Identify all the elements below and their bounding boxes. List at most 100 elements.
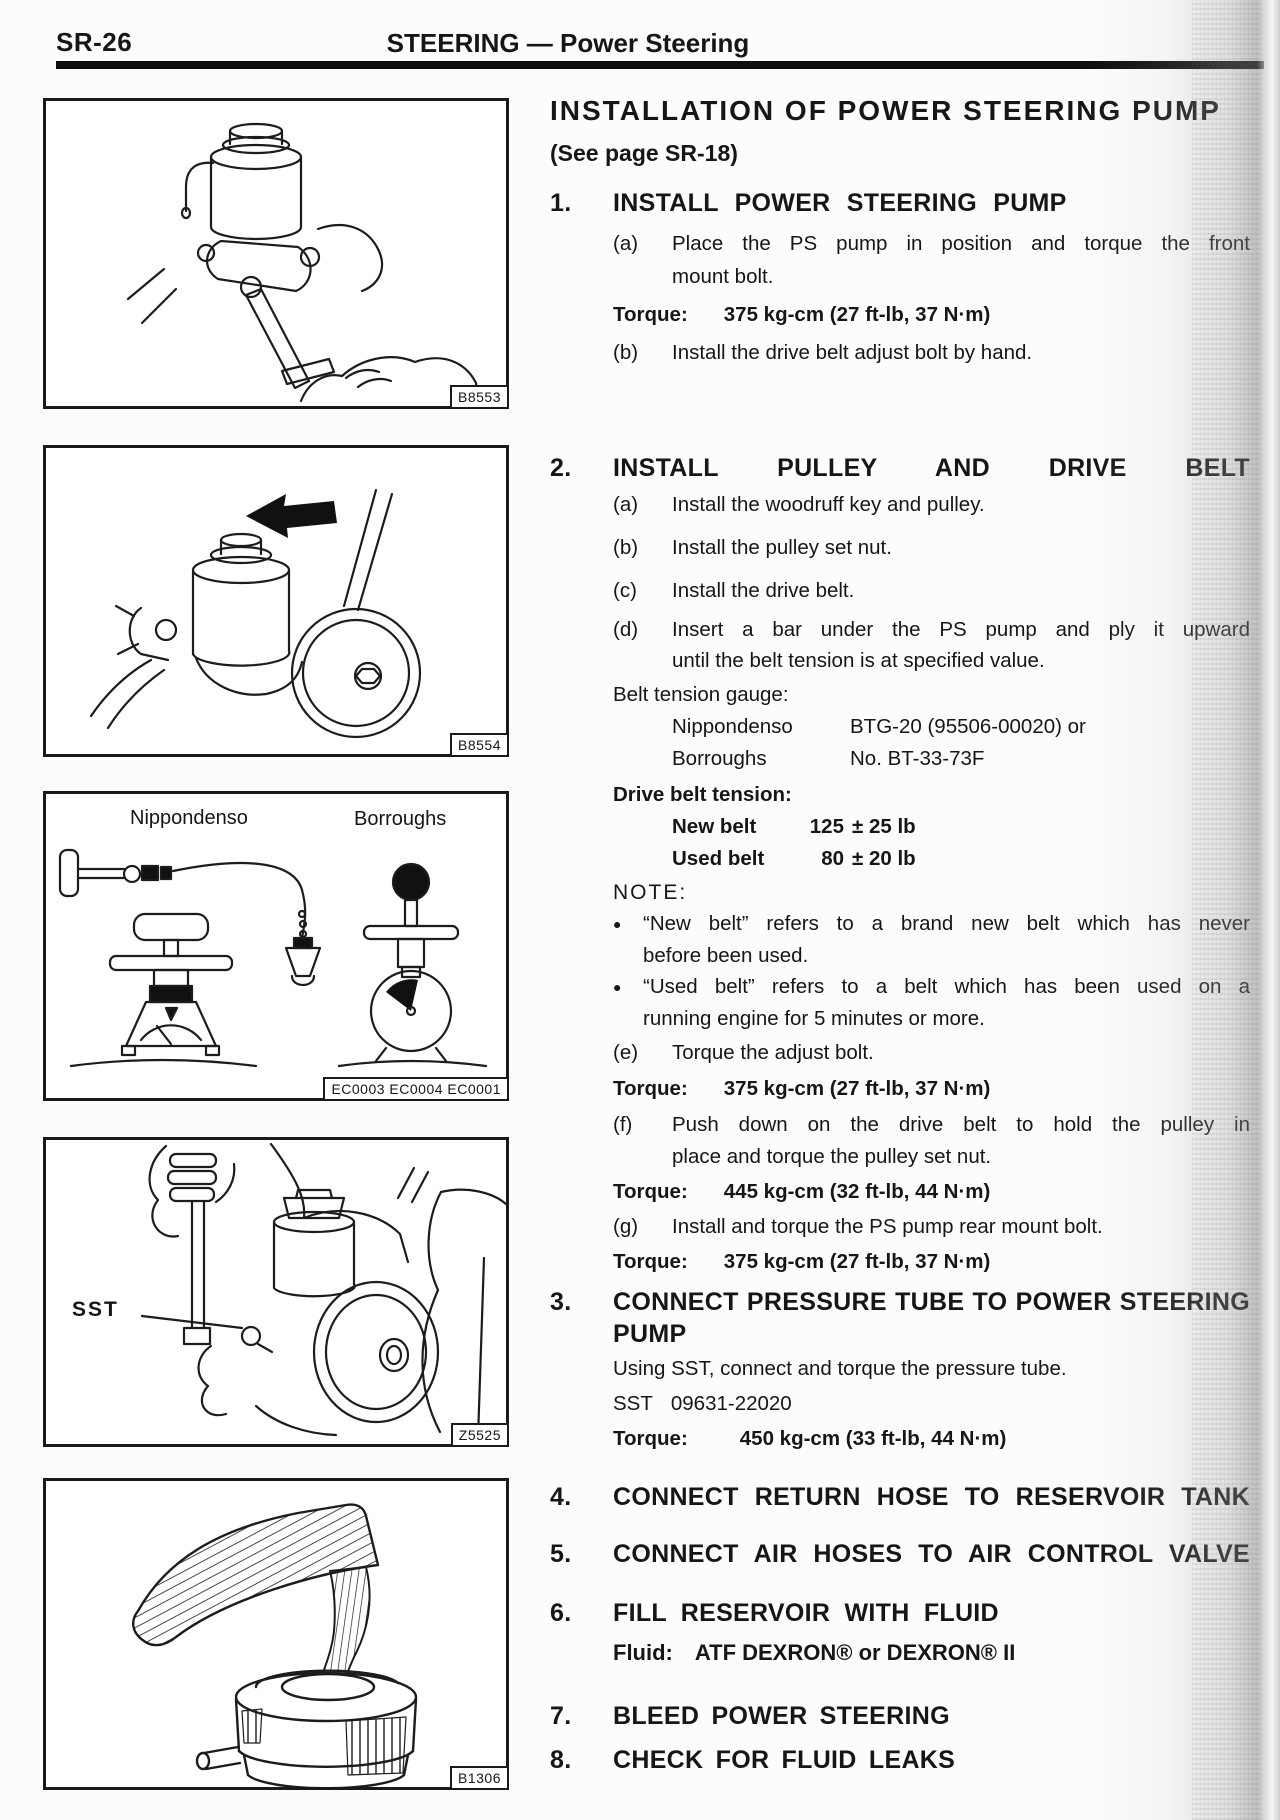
note-bullet-2-line1: ● “Used belt” refers to a belt which has… bbox=[613, 972, 1250, 1002]
sst-label: SST bbox=[613, 1392, 653, 1415]
fluid-value: ATF DEXRON® or DEXRON® II bbox=[694, 1640, 1016, 1665]
page-header-title: STEERING — Power Steering bbox=[386, 28, 750, 58]
step-1b: (b) Install the drive belt adjust bolt b… bbox=[613, 338, 1250, 368]
step-2f-label: (f) bbox=[613, 1113, 633, 1136]
direction-arrow-icon bbox=[246, 494, 337, 538]
fluid-spec: Fluid:ATF DEXRON® or DEXRON® II bbox=[613, 1638, 1015, 1668]
belt-tension-heading: Drive belt tension: bbox=[613, 783, 792, 806]
step-2b-label: (b) bbox=[613, 536, 639, 559]
note-bullet-2-line2: running engine for 5 minutes or more. bbox=[643, 1007, 985, 1030]
torque-label: Torque: bbox=[613, 1180, 688, 1203]
gauge-name: Nippondenso bbox=[672, 715, 793, 738]
figure-code: EC0003 EC0004 EC0001 bbox=[323, 1077, 509, 1101]
step-2e: (e) Torque the adjust bolt. bbox=[613, 1038, 1250, 1068]
step-6-heading: 6. FILL RESERVOIR WITH FLUID bbox=[550, 1597, 1250, 1629]
step-7-number: 7. bbox=[550, 1702, 572, 1730]
step-1a-label: (a) bbox=[613, 232, 639, 255]
gauge-label-borroughs: Borroughs bbox=[354, 808, 447, 830]
step-2c-text: Install the drive belt. bbox=[672, 579, 855, 602]
header-rule bbox=[56, 61, 1264, 69]
step-1-number: 1. bbox=[550, 189, 572, 217]
tension-gauge-illustration bbox=[58, 848, 488, 1068]
step-2c-label: (c) bbox=[613, 579, 637, 602]
step-6-number: 6. bbox=[550, 1599, 572, 1627]
step-2-title: INSTALL PULLEY AND DRIVE BELT bbox=[613, 454, 1250, 482]
step-2a-text: Install the woodruff key and pulley. bbox=[672, 493, 985, 516]
step-4-heading: 4. CONNECT RETURN HOSE TO RESERVOIR TANK bbox=[550, 1481, 1250, 1513]
step-3-title1: CONNECT PRESSURE TUBE TO POWER STEERING bbox=[613, 1288, 1250, 1316]
torque-value: 375 kg-cm (27 ft-lb, 37 N·m) bbox=[723, 1077, 991, 1100]
step-2d-line2: until the belt tension is at specified v… bbox=[672, 649, 1045, 672]
note-2-text1: “Used belt” refers to a belt which has b… bbox=[643, 975, 1250, 998]
figure-pulley-belt: B8554 bbox=[43, 445, 509, 757]
tension-rest: ± 25 lb bbox=[852, 815, 916, 838]
step-2f-line2: place and torque the pulley set nut. bbox=[672, 1145, 992, 1168]
step-2d-text1: Insert a bar under the PS pump and ply i… bbox=[672, 618, 1250, 641]
tension-rest: ± 20 lb bbox=[852, 847, 916, 870]
step-1a-text1: Place the PS pump in position and torque… bbox=[672, 232, 1250, 255]
sst-value: 09631-22020 bbox=[670, 1392, 792, 1415]
step-2f-line1: (f) Push down on the drive belt to hold … bbox=[613, 1110, 1250, 1140]
step-3-heading-line1: 3. CONNECT PRESSURE TUBE TO POWER STEERI… bbox=[550, 1286, 1250, 1318]
torque-spec-2e: Torque: 375 kg-cm (27 ft-lb, 37 N·m) bbox=[613, 1074, 990, 1104]
belt-gauge-heading: Belt tension gauge: bbox=[613, 683, 789, 706]
step-2-number: 2. bbox=[550, 454, 572, 482]
note-bullet-1-line2: before been used. bbox=[643, 944, 809, 967]
torque-spec-1: Torque:375 kg-cm (27 ft-lb, 37 N·m) bbox=[613, 300, 990, 330]
torque-spec-3: Torque: 450 kg-cm (33 ft-lb, 44 N·m) bbox=[613, 1424, 1006, 1454]
tension-number: 80 bbox=[821, 847, 844, 870]
step-2b-text: Install the pulley set nut. bbox=[672, 536, 892, 559]
bullet-icon: ● bbox=[613, 979, 622, 995]
note-1-text1: “New belt” refers to a brand new belt wh… bbox=[643, 912, 1250, 935]
step-8-number: 8. bbox=[550, 1746, 572, 1774]
step-1-heading: 1. INSTALL POWER STEERING PUMP bbox=[550, 187, 1250, 219]
doc-title: INSTALLATION OF POWER STEERING PUMP bbox=[550, 95, 1221, 126]
pouring-fluid-illustration bbox=[132, 1503, 418, 1787]
see-page-ref: (See page SR-18) bbox=[550, 140, 738, 166]
step-5-number: 5. bbox=[550, 1540, 572, 1568]
sst-illustration bbox=[140, 1142, 506, 1440]
figure-fill-reservoir: B1306 bbox=[43, 1478, 509, 1790]
figure-code: Z5525 bbox=[450, 1423, 509, 1447]
step-2g-label: (g) bbox=[613, 1215, 639, 1238]
step-2a: (a) Install the woodruff key and pulley. bbox=[613, 490, 1250, 520]
step-2c: (c) Install the drive belt. bbox=[613, 576, 1250, 606]
step-8-heading: 8. CHECK FOR FLUID LEAKS bbox=[550, 1744, 1250, 1776]
torque-label: Torque: bbox=[613, 1427, 688, 1450]
torque-value: 445 kg-cm (32 ft-lb, 44 N·m) bbox=[723, 1180, 991, 1203]
gauge-row-borroughs: Borroughs No. BT-33-73F bbox=[672, 744, 1250, 774]
step-2d-line1: (d) Insert a bar under the PS pump and p… bbox=[613, 615, 1250, 645]
torque-label: Torque: bbox=[613, 1077, 688, 1100]
gauge-row-nippondenso: Nippondenso BTG-20 (95506-00020) or bbox=[672, 712, 1250, 742]
step-6-title: FILL RESERVOIR WITH FLUID bbox=[613, 1599, 999, 1627]
tension-row-used: Used belt 80 ± 20 lb bbox=[672, 844, 1072, 874]
step-1a-line1: (a) Place the PS pump in position and to… bbox=[613, 229, 1250, 259]
torque-value: 450 kg-cm (33 ft-lb, 44 N·m) bbox=[739, 1427, 1007, 1450]
step-4-title: CONNECT RETURN HOSE TO RESERVOIR TANK bbox=[613, 1483, 1250, 1511]
torque-value: 375 kg-cm (27 ft-lb, 37 N·m) bbox=[723, 1250, 991, 1273]
step-2e-label: (e) bbox=[613, 1041, 639, 1064]
step-7-heading: 7. BLEED POWER STEERING bbox=[550, 1700, 1250, 1732]
sst-spec: SST 09631-22020 bbox=[613, 1389, 792, 1419]
step-2g-text: Install and torque the PS pump rear moun… bbox=[672, 1215, 1103, 1238]
step-3-number: 3. bbox=[550, 1288, 572, 1316]
sst-callout-label: SST bbox=[72, 1298, 119, 1321]
step-2f-text1: Push down on the drive belt to hold the … bbox=[672, 1113, 1250, 1136]
step-2d-label: (d) bbox=[613, 618, 639, 641]
tension-row-new: New belt 125 ± 25 lb bbox=[672, 812, 1072, 842]
step-5-heading: 5. CONNECT AIR HOSES TO AIR CONTROL VALV… bbox=[550, 1538, 1250, 1570]
step-4-number: 4. bbox=[550, 1483, 572, 1511]
note-heading: NOTE: bbox=[613, 881, 688, 904]
figure-install-pump: B8553 bbox=[43, 98, 509, 409]
figure-code: B8554 bbox=[450, 733, 509, 757]
figure-code: B8553 bbox=[450, 385, 509, 409]
gauge-name: Borroughs bbox=[672, 747, 767, 770]
gauge-value: No. BT-33-73F bbox=[850, 747, 985, 770]
bullet-icon: ● bbox=[613, 916, 622, 932]
figure-code: B1306 bbox=[450, 1766, 509, 1790]
step-7-title: BLEED POWER STEERING bbox=[613, 1702, 950, 1730]
pump-wrench-illustration bbox=[126, 122, 480, 406]
step-3-heading-line2: PUMP bbox=[613, 1320, 687, 1348]
step-2e-text: Torque the adjust bolt. bbox=[672, 1041, 874, 1064]
